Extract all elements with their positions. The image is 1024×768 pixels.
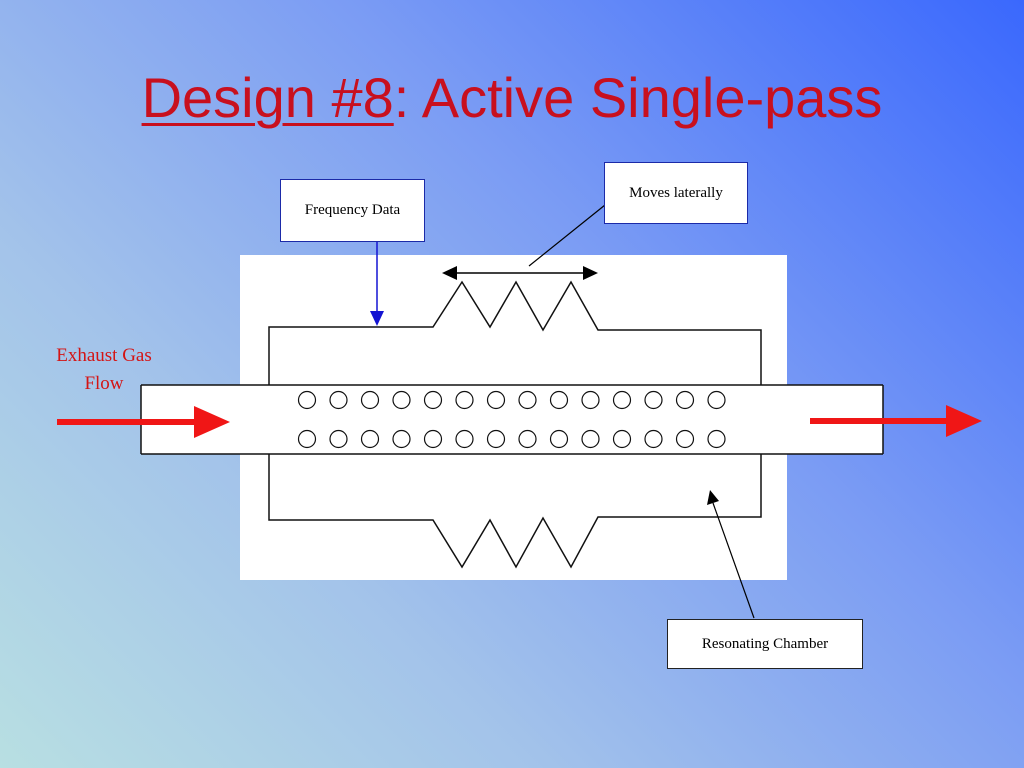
perforation-hole	[455, 390, 474, 410]
perforation-hole	[518, 390, 537, 410]
perforation-hole	[612, 390, 632, 410]
perforation-hole	[644, 429, 663, 449]
chamber-top-wall	[268, 280, 762, 385]
perforation-hole	[329, 390, 348, 410]
exhaust-label-line2: Flow	[84, 373, 124, 394]
perforation-hole	[360, 390, 380, 410]
exhaust-pipe	[141, 385, 883, 454]
exhaust-label-line1: Exhaust Gas	[56, 345, 152, 366]
chamber-bottom-wall	[268, 454, 762, 569]
perforation-hole	[644, 390, 663, 410]
frequency-data-arrow	[370, 242, 384, 326]
perforation-hole	[297, 429, 317, 449]
inlet-flow-arrow	[57, 406, 230, 438]
perforation-hole	[360, 429, 380, 449]
moves-laterally-leader	[528, 204, 606, 267]
outlet-flow-arrow	[810, 405, 982, 437]
resonating-chamber-label: Resonating Chamber	[701, 635, 829, 652]
perforation-hole	[423, 390, 443, 410]
resonating-chamber-box: Resonating Chamber	[667, 619, 863, 669]
perforation-hole	[486, 429, 506, 449]
frequency-data-label: Frequency Data	[304, 202, 401, 218]
perforation-holes	[297, 390, 726, 449]
perforation-hole	[455, 429, 474, 449]
frequency-data-box: Frequency Data	[280, 179, 425, 242]
perforation-hole	[297, 390, 317, 410]
slide-title: Design #8: Active Single-pass	[0, 64, 1024, 132]
lateral-motion-arrow	[442, 266, 598, 280]
perforation-hole	[581, 390, 600, 410]
perforation-hole	[675, 429, 695, 449]
slide-title-link[interactable]: Design #8	[141, 66, 394, 129]
perforation-hole	[707, 390, 726, 410]
moves-laterally-box: Moves laterally	[604, 162, 748, 224]
moves-laterally-label: Moves laterally	[629, 184, 723, 201]
resonating-chamber-pointer	[707, 490, 755, 619]
perforation-hole	[549, 390, 569, 410]
perforation-hole	[423, 429, 443, 449]
exhaust-gas-flow-label: Exhaust Gas Flow	[40, 342, 168, 398]
perforation-hole	[675, 390, 695, 410]
slide-title-rest: : Active Single-pass	[393, 66, 883, 129]
perforation-hole	[581, 429, 600, 449]
perforation-hole	[392, 429, 411, 449]
perforation-hole	[392, 390, 411, 410]
perforation-hole	[707, 429, 726, 449]
perforation-hole	[549, 429, 569, 449]
perforation-hole	[518, 429, 537, 449]
perforation-hole	[486, 390, 506, 410]
perforation-hole	[612, 429, 632, 449]
perforation-hole	[329, 429, 348, 449]
